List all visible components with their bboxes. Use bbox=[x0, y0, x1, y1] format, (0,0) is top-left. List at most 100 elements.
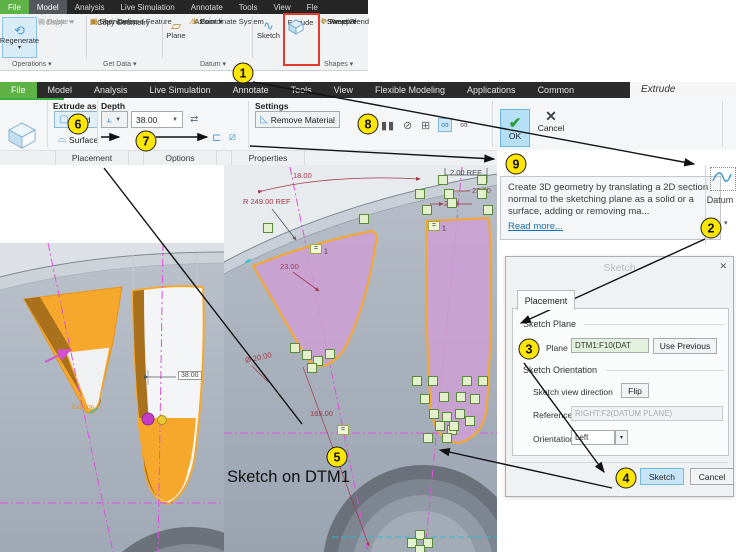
sketch-handle: = bbox=[428, 221, 440, 231]
read-more-link[interactable]: Read more... bbox=[508, 220, 563, 232]
get-data-item[interactable]: ⧇Copy Geometry bbox=[90, 17, 150, 27]
sketch-handle bbox=[442, 412, 452, 422]
get-data-item[interactable]: ▣Shrinkwrap bbox=[90, 17, 138, 26]
dashboard-separator bbox=[722, 101, 723, 147]
plane-button[interactable]: ▱ Plane bbox=[166, 18, 186, 40]
main-tab[interactable]: Analysis bbox=[94, 85, 128, 95]
orientation-label: Orientation bbox=[533, 434, 575, 444]
depth-value-input[interactable]: 38.00 ▼ bbox=[131, 111, 183, 128]
group-separator bbox=[162, 16, 163, 58]
sketch-handle bbox=[462, 376, 472, 386]
sketch-handle bbox=[470, 394, 480, 404]
sketch-handle: 1 bbox=[324, 248, 328, 256]
extrude-as-label: Extrude as bbox=[53, 101, 97, 111]
sketch-handle bbox=[302, 350, 312, 360]
dashboard-tab[interactable]: Options bbox=[143, 151, 217, 165]
caret-down-icon[interactable]: ▾ bbox=[615, 430, 628, 445]
shrinkwrap-icon: ▣ bbox=[90, 17, 98, 26]
ribbon-tab[interactable]: View bbox=[273, 2, 291, 12]
dim-165[interactable]: 165.00 bbox=[310, 409, 333, 418]
get-data-item[interactable]: ◳User-Defined Feature bbox=[90, 17, 172, 26]
sketch-dialog: Sketch ✕ Placement Sketch Plane Plane DT… bbox=[505, 256, 734, 497]
sketch-handle bbox=[478, 376, 488, 386]
datum-item[interactable]: ⊥Coordinate System bbox=[191, 17, 264, 26]
dashboard-tab[interactable]: Placement bbox=[55, 151, 129, 165]
flip-material-side-icon[interactable]: ⧄ bbox=[229, 131, 236, 143]
plane-field[interactable]: DTM1:F10(DAT bbox=[571, 338, 649, 353]
shapes-item[interactable]: ≈Sweep ▾ bbox=[321, 17, 357, 26]
sketch-handle: 1 bbox=[442, 225, 446, 233]
caret-down-icon: ▼ bbox=[115, 116, 122, 123]
shapes-item[interactable]: ⌇Swept Blend bbox=[321, 17, 370, 26]
main-tab[interactable]: Model bbox=[47, 85, 73, 95]
regenerate-button[interactable]: ⟲ Regenerate ▾ bbox=[0, 17, 39, 58]
flip-direction-icon: ⇄ bbox=[190, 114, 199, 125]
close-icon[interactable]: ✕ bbox=[719, 261, 727, 271]
sketch-confirm-button[interactable]: Sketch bbox=[640, 468, 684, 485]
sketch-handle: = bbox=[337, 425, 349, 435]
ribbon-tab[interactable]: Live Simulation bbox=[120, 2, 175, 12]
sketch-icon: ∿ bbox=[263, 18, 274, 33]
ribbon-tab[interactable]: Fle bbox=[306, 2, 318, 12]
thicken-sketch-icon[interactable]: ⊏ bbox=[212, 132, 222, 144]
sketch-handle bbox=[412, 376, 422, 386]
sketch-handle bbox=[407, 538, 417, 548]
dialog-cancel-button[interactable]: Cancel bbox=[690, 468, 734, 485]
datum-item[interactable]: ✳Point ▾ bbox=[191, 17, 223, 26]
orientation-dropdown[interactable]: Left bbox=[571, 430, 615, 445]
group-separator bbox=[252, 16, 253, 58]
flip-button[interactable]: Flip bbox=[621, 383, 649, 398]
csys-icon: ⊥ bbox=[191, 17, 198, 26]
sketch-handle bbox=[307, 363, 317, 373]
sketch-handle bbox=[325, 349, 335, 359]
sketch-handle bbox=[483, 205, 493, 215]
use-previous-button[interactable]: Use Previous bbox=[653, 338, 717, 354]
ribbon-tab[interactable]: Annotate bbox=[190, 2, 223, 12]
dialog-title: Sketch bbox=[603, 262, 636, 274]
main-tab[interactable]: File bbox=[0, 82, 37, 98]
reference-field[interactable]: RIGHT:F2(DATUM PLANE) bbox=[571, 406, 723, 421]
solid-icon: ▢ bbox=[59, 114, 69, 125]
sketch-handle bbox=[423, 538, 433, 548]
axis-icon: ∕ bbox=[191, 17, 193, 26]
surface-button[interactable]: ⌓ Surface bbox=[58, 134, 99, 145]
operations-item[interactable]: ✕Delete ▾ bbox=[38, 17, 75, 26]
get-data-group-label[interactable]: Get Data ▾ bbox=[103, 61, 137, 68]
sketch-handle bbox=[429, 409, 439, 419]
ribbon-tab[interactable]: File bbox=[0, 0, 29, 14]
inset-ribbon-body: ⟲ Regenerate ▾ ⧉Copy▤Paste ▾✕Delete ▾ Op… bbox=[0, 14, 370, 71]
caret-down-icon[interactable]: ▾ bbox=[724, 220, 728, 227]
datum-item[interactable]: ∕Axis bbox=[191, 17, 209, 26]
datum-group-label[interactable]: Datum ▾ bbox=[200, 61, 227, 68]
shapes-item[interactable]: ⟳Revolve bbox=[321, 17, 357, 26]
revolve-icon: ⟳ bbox=[321, 17, 328, 26]
operations-group-label[interactable]: Operations ▾ bbox=[12, 61, 52, 68]
main-tab[interactable]: Live Simulation bbox=[149, 85, 211, 95]
sketch-plane-section: Sketch Plane bbox=[523, 319, 577, 329]
ribbon-tab[interactable]: Tools bbox=[238, 2, 258, 12]
flip-depth-direction-button[interactable]: ⇄ bbox=[186, 111, 202, 128]
plane-label: Plane bbox=[546, 343, 568, 353]
dim-2-ref[interactable]: 2.00 REF bbox=[450, 168, 482, 177]
depth-type-dropdown[interactable]: ⫠ ▼ bbox=[101, 111, 128, 128]
sketch-handle: = bbox=[310, 244, 322, 254]
datum-sketch-icon[interactable] bbox=[710, 167, 736, 191]
dashboard-separator bbox=[97, 101, 98, 147]
dialog-rule bbox=[511, 462, 728, 463]
main-tab[interactable]: Annotate bbox=[232, 85, 269, 95]
section-rule bbox=[584, 324, 724, 325]
copy-icon: ⧉ bbox=[38, 17, 44, 26]
operations-item[interactable]: ▤Paste ▾ bbox=[38, 17, 73, 26]
sketch-handle bbox=[420, 394, 430, 404]
extrude-button[interactable]: Extrude bbox=[286, 19, 315, 35]
sketch-handle bbox=[435, 421, 445, 431]
operations-item[interactable]: ⧉Copy bbox=[38, 17, 64, 27]
ribbon-tab[interactable]: Analysis bbox=[74, 2, 105, 12]
datum-button-label[interactable]: Datum bbox=[706, 195, 734, 205]
shapes-group-label[interactable]: Shapes ▾ bbox=[324, 61, 354, 68]
placement-tab[interactable]: Placement bbox=[517, 290, 575, 310]
udf-icon: ◳ bbox=[90, 17, 98, 26]
ribbon-tab[interactable]: Model bbox=[28, 0, 67, 14]
depth-label: Depth bbox=[101, 101, 126, 111]
sketch-button[interactable]: ∿ Sketch bbox=[257, 18, 280, 40]
